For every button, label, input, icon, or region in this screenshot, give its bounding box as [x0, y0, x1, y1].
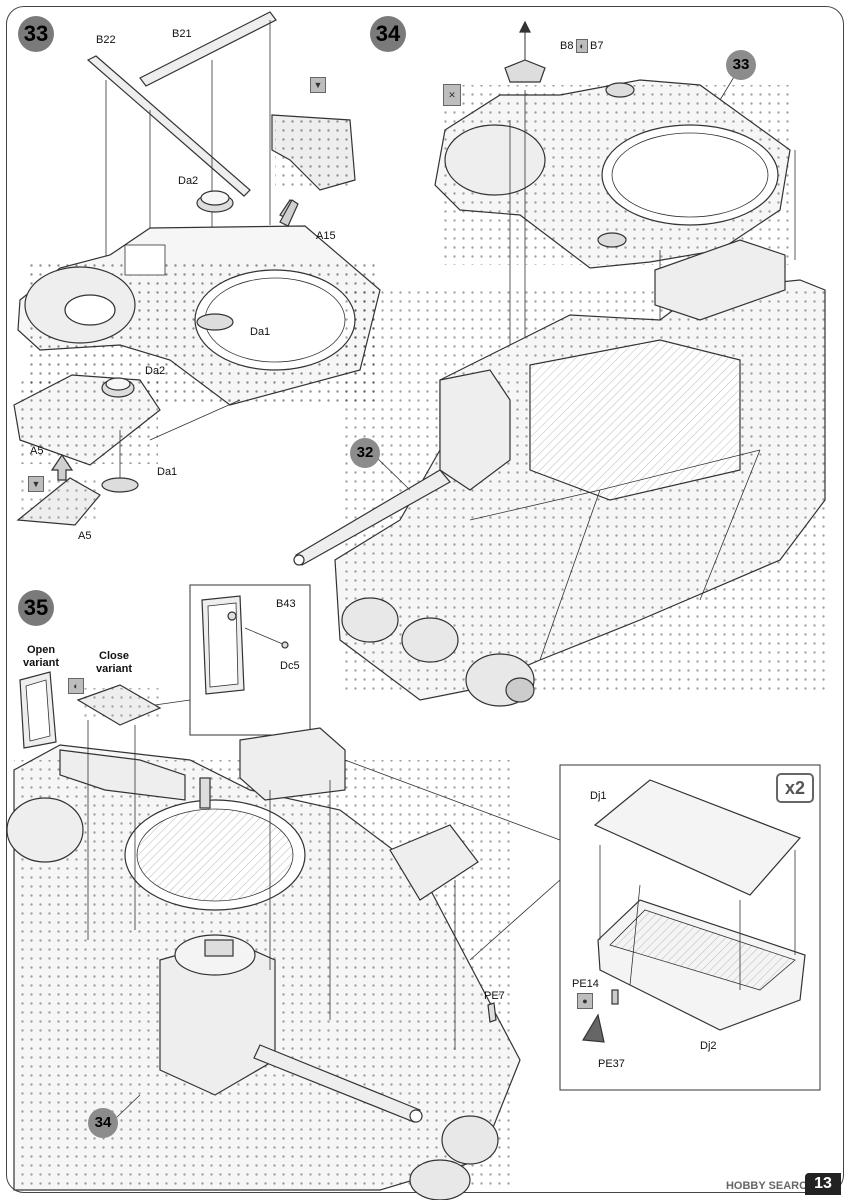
- ref-step-32-bubble: 32: [350, 438, 380, 468]
- variant-swap-icon-35: ◐: [68, 678, 84, 694]
- open-variant-label: Open variant: [22, 644, 60, 669]
- part-label-dc5: Dc5: [280, 660, 300, 672]
- part-label-a15: A15: [316, 230, 336, 242]
- step34-drawing: [293, 20, 826, 707]
- hobby-search-watermark: HOBBY SEARCH: [725, 1180, 815, 1192]
- part-label-b43: B43: [276, 598, 296, 610]
- part-label-pe37: PE37: [598, 1058, 625, 1070]
- part-label-b22: B22: [96, 34, 116, 46]
- part-label-da1-mid: Da1: [250, 326, 271, 338]
- ref-step-33-bubble: 33: [726, 50, 756, 80]
- close-variant-label: Close variant: [95, 650, 133, 675]
- quantity-x2-badge: x2: [776, 773, 814, 803]
- part-label-dj2: Dj2: [700, 1040, 717, 1052]
- page-number: 13: [805, 1173, 841, 1195]
- variant-swap-icon: ◐: [576, 39, 588, 53]
- part-label-dj1: Dj1: [590, 790, 607, 802]
- photo-etch-icon-33a: ▼: [310, 77, 326, 93]
- part-label-pe7: PE7: [484, 990, 505, 1002]
- part-label-b21: B21: [172, 28, 192, 40]
- part-label-da1-low: Da1: [157, 466, 178, 478]
- part-label-pe14: PE14: [572, 978, 599, 990]
- part-label-a5-bottom: A5: [78, 530, 92, 542]
- part-label-da2-low: Da2: [145, 365, 166, 377]
- step35-drawing: [6, 584, 821, 1200]
- step-33-badge: 33: [18, 16, 54, 52]
- step-34-badge: 34: [370, 16, 406, 52]
- cement-warning-icon: ✕: [443, 84, 461, 106]
- part-label-a5-left: A5: [30, 445, 44, 457]
- part-label-b8: B8: [560, 40, 574, 52]
- part-label-b7: B7: [590, 40, 604, 52]
- ref-step-34-bubble: 34: [88, 1108, 118, 1138]
- part-label-da2-top: Da2: [178, 175, 199, 187]
- step-35-badge: 35: [18, 590, 54, 626]
- photo-etch-icon-pe14: ●: [577, 993, 593, 1009]
- photo-etch-icon-33b: ▼: [28, 476, 44, 492]
